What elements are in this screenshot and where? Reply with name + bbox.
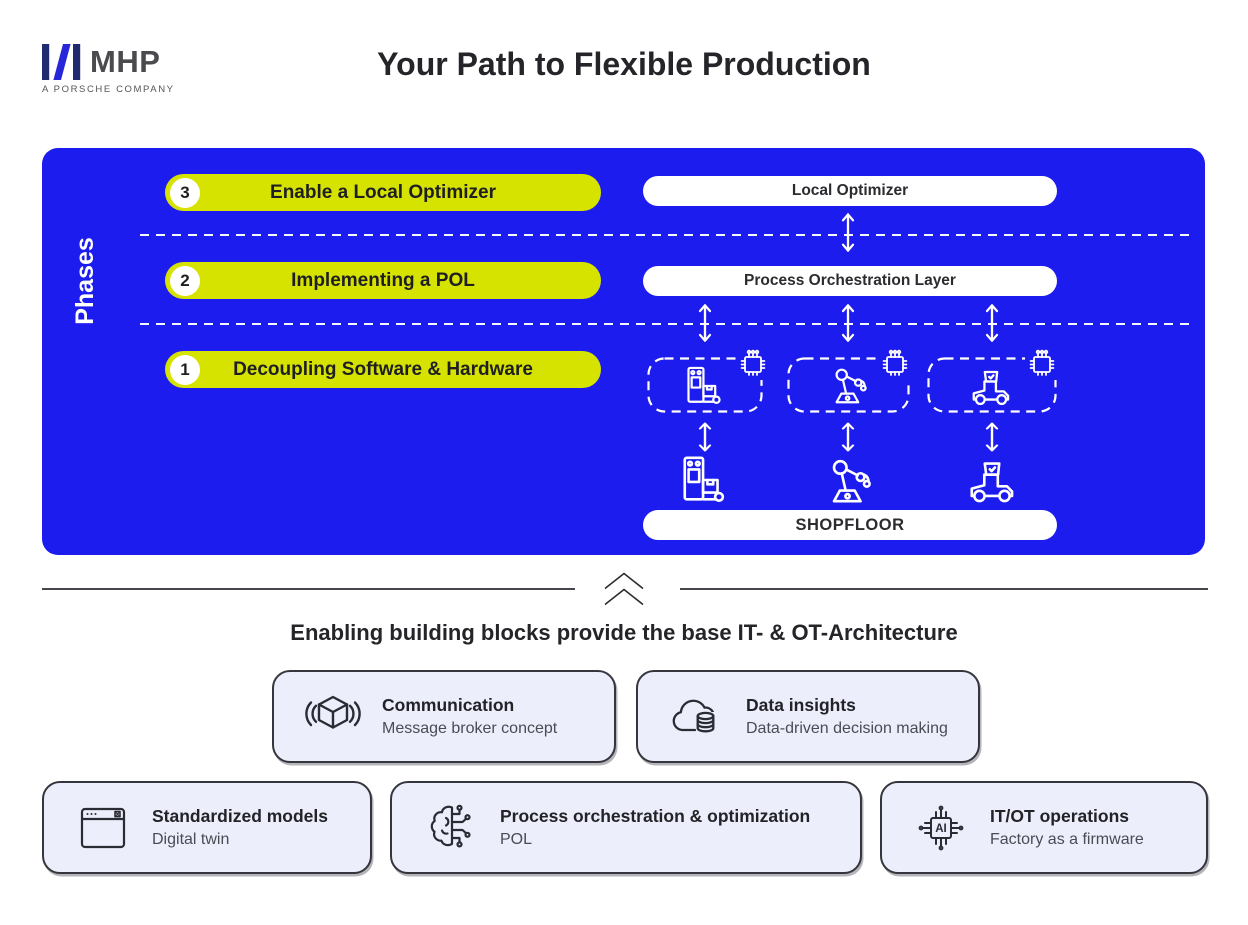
layer-bar-shopfloor: SHOPFLOOR [643, 510, 1057, 540]
double-chevron-up-icon [601, 570, 647, 608]
card-subtitle: POL [500, 831, 533, 848]
divider-line-right [680, 588, 1208, 590]
card-title: Standardized models [152, 806, 329, 826]
virtualized-machine-box [647, 357, 763, 413]
virtualized-machine-box [927, 357, 1057, 413]
mhp-logo-mark-icon [42, 44, 81, 80]
phases-panel: Phases 3 Enable a Local Optimizer 2 Impl… [42, 148, 1205, 555]
bidirectional-arrow-icon [839, 211, 857, 254]
block-card-data-insights: Data insights Data-driven decision makin… [636, 670, 980, 763]
building-blocks-heading: Enabling building blocks provide the bas… [290, 620, 958, 645]
card-subtitle: Data-driven decision making [746, 720, 948, 737]
layer-bar-local-optimizer: Local Optimizer [643, 176, 1057, 206]
mhp-logo: MHP A PORSCHE COMPANY [42, 44, 175, 95]
block-card-process-orchestration: Process orchestration & optimization POL [390, 781, 862, 874]
block-card-communication: Communication Message broker concept [272, 670, 616, 763]
ai-chip-label: AI [935, 823, 947, 835]
phases-axis-label: Phases [71, 237, 99, 325]
phase-pill-label: Decoupling Software & Hardware [233, 358, 533, 380]
bidirectional-arrow-icon [696, 302, 714, 344]
robot-arm-icon [821, 453, 875, 507]
robot-arm-icon [826, 363, 870, 407]
block-card-standardized-models: Standardized models Digital twin [42, 781, 372, 874]
phase-pill-2: 2 Implementing a POL [165, 262, 601, 299]
cube-broadcast-icon [300, 690, 366, 744]
phase-number-badge: 3 [170, 177, 200, 208]
phase-pill-1: 1 Decoupling Software & Hardware [165, 351, 601, 388]
card-text: Process orchestration & optimization POL [500, 806, 810, 849]
card-subtitle: Factory as a firmware [990, 831, 1144, 848]
page-title: Your Path to Flexible Production [377, 46, 871, 82]
card-title: Data insights [746, 695, 856, 715]
packaging-machine-icon [678, 453, 732, 507]
block-card-itot-operations: AI IT/OT operations Factory as a firmwar… [880, 781, 1208, 874]
chip-icon [878, 346, 912, 380]
bidirectional-arrow-icon [839, 421, 857, 453]
card-subtitle: Digital twin [152, 831, 230, 848]
card-text: Standardized models Digital twin [152, 806, 328, 849]
brain-circuit-icon [418, 799, 484, 857]
agv-tugger-icon [965, 453, 1019, 507]
card-subtitle: Message broker concept [382, 720, 558, 737]
phase-number-badge: 1 [170, 354, 200, 385]
chip-icon [736, 346, 770, 380]
bidirectional-arrow-icon [983, 421, 1001, 453]
phase-pill-label: Implementing a POL [291, 269, 475, 291]
phase-number-badge: 2 [170, 265, 200, 296]
agv-tugger-icon [968, 363, 1014, 409]
bidirectional-arrow-icon [983, 302, 1001, 344]
brand-tagline: A PORSCHE COMPANY [42, 84, 175, 95]
card-title: Communication [382, 695, 515, 715]
brand-name: MHP [90, 44, 161, 79]
card-text: IT/OT operations Factory as a firmware [990, 806, 1144, 849]
bidirectional-arrow-icon [839, 302, 857, 344]
phase-separator-dashed-line [140, 234, 1192, 236]
phase-pill-label: Enable a Local Optimizer [270, 181, 496, 203]
browser-window-icon [70, 799, 136, 857]
phase-pill-3: 3 Enable a Local Optimizer [165, 174, 601, 211]
divider-line-left [42, 588, 575, 590]
card-title: IT/OT operations [990, 806, 1130, 826]
card-text: Data insights Data-driven decision makin… [746, 695, 948, 738]
phase-separator-dashed-line [140, 323, 1192, 325]
cloud-database-icon [664, 689, 730, 745]
chip-icon [1025, 346, 1059, 380]
virtualized-machine-box [787, 357, 910, 413]
bidirectional-arrow-icon [696, 421, 714, 453]
card-title: Process orchestration & optimization [500, 806, 811, 826]
card-text: Communication Message broker concept [382, 695, 557, 738]
ai-chip-icon: AI [908, 799, 974, 857]
layer-bar-pol: Process Orchestration Layer [643, 266, 1057, 296]
packaging-machine-icon [683, 364, 727, 408]
